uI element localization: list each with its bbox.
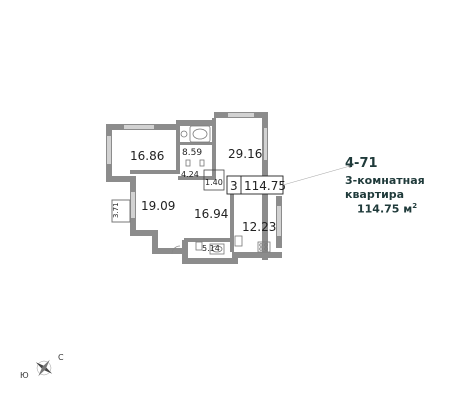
room-area-5-14: 5.14 [202, 244, 220, 253]
room-area-29-16: 29.16 [228, 147, 262, 161]
room-area-4-24: 4.24 [181, 170, 199, 179]
badge-area: 114.75 [244, 179, 286, 193]
apartment-area-value: 114.75 [357, 202, 400, 216]
compass-south: Ю [20, 371, 29, 380]
room-area-8-59: 8.59 [182, 148, 202, 158]
windows [107, 113, 281, 236]
room-area-16-94: 16.94 [194, 207, 228, 221]
apartment-badge: 3 114.75 [226, 175, 286, 195]
room-area-12-23: 12.23 [242, 220, 276, 234]
compass-north: С [58, 353, 64, 362]
apartment-total-area: 114.75 м2 [357, 202, 417, 216]
entrance-door [171, 245, 181, 255]
room-area-3-71: 3.71 [112, 202, 120, 218]
room-area-19-09: 19.09 [141, 199, 175, 213]
bathroom-b-fixtures [195, 241, 225, 255]
leader-dot [348, 164, 352, 168]
compass-icon: С Ю [20, 353, 64, 380]
kitchen-stove [257, 241, 271, 253]
room-area-16-86: 16.86 [130, 149, 164, 163]
badge-room-count: 3 [230, 179, 238, 193]
bathtub-a [189, 125, 211, 143]
closet-box [203, 169, 225, 191]
kitchen-sink [234, 235, 243, 247]
leader-line [282, 165, 351, 186]
apartment-area-unit: м [403, 202, 413, 216]
room-area-1-40: 1.40 [205, 178, 223, 187]
apartment-area-unit-sup: 2 [412, 202, 418, 210]
apartment-type-line1: 3-комнатная [345, 174, 425, 187]
balcony [111, 199, 131, 223]
apartment-type-line2: квартира [345, 188, 405, 201]
apartment-number: 4-71 [345, 156, 378, 171]
toilet-a [180, 130, 205, 167]
